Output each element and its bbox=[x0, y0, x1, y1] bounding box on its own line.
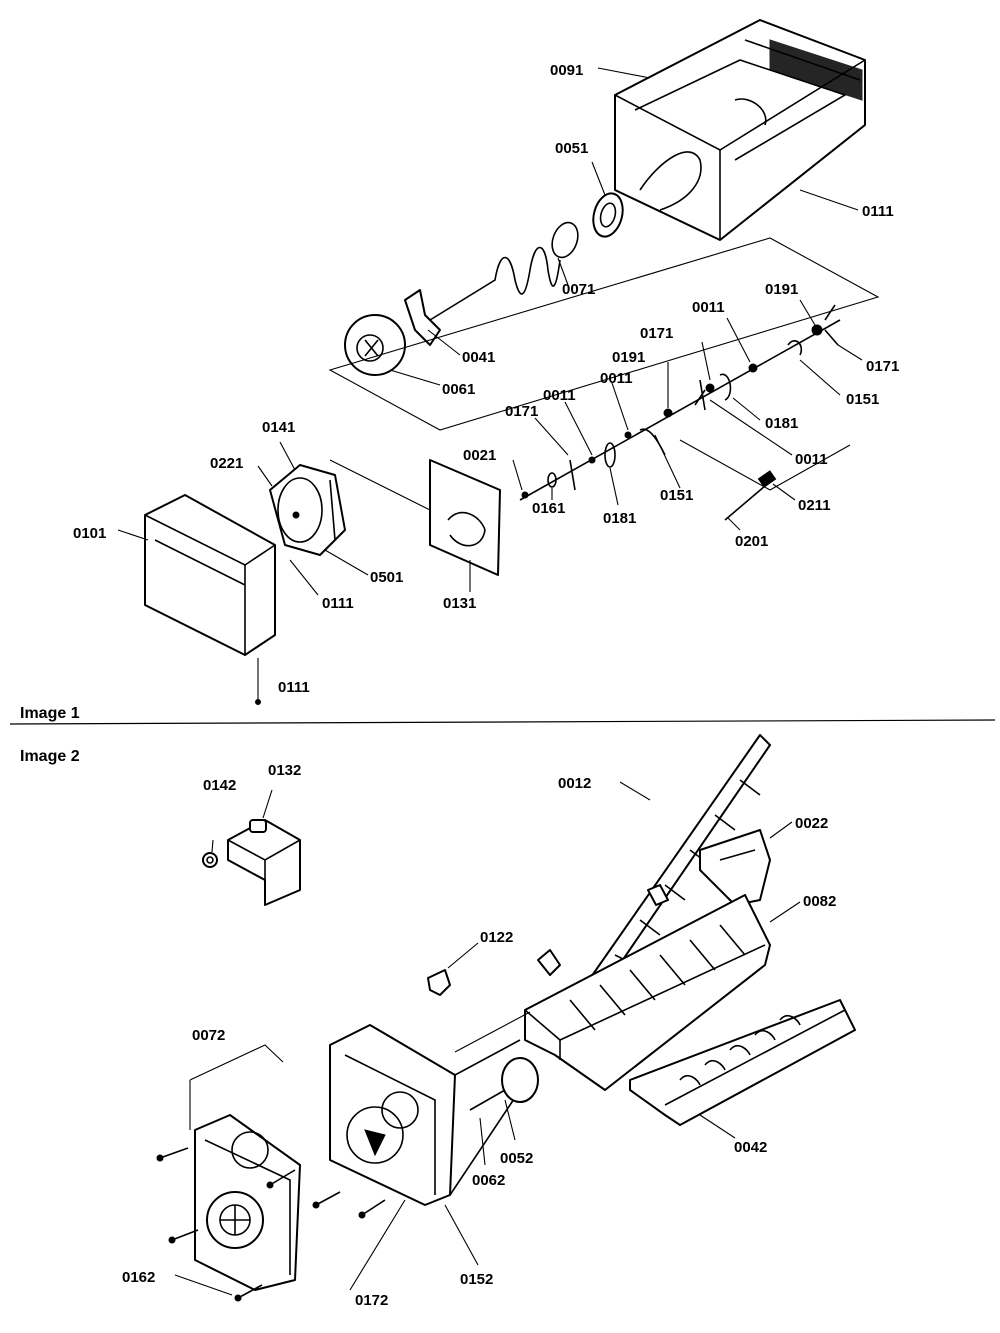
switch-bracket bbox=[202, 789, 301, 906]
callout-label: 0171 bbox=[640, 325, 673, 342]
callout-label: 0201 bbox=[735, 533, 768, 550]
callout-label: 0042 bbox=[734, 1139, 767, 1156]
ice-mold bbox=[454, 884, 801, 1091]
image2-drawing bbox=[156, 734, 856, 1302]
module-motor bbox=[469, 1057, 539, 1166]
screws bbox=[156, 1147, 406, 1302]
callout-label: 0171 bbox=[505, 403, 538, 420]
leader-lines-image1 bbox=[117, 67, 863, 596]
callout-label: 0061 bbox=[442, 381, 475, 398]
callout-label: 0022 bbox=[795, 815, 828, 832]
bucket-gear bbox=[592, 192, 624, 238]
callout-label: 0111 bbox=[862, 203, 894, 220]
callout-label: 0172 bbox=[355, 1292, 388, 1309]
callout-label: 0131 bbox=[443, 595, 476, 612]
callout-label: 0012 bbox=[558, 775, 591, 792]
callout-label: 0141 bbox=[262, 419, 295, 436]
callouts-image2: 0142 0132 0012 0022 0082 0122 0072 0042 … bbox=[122, 762, 836, 1309]
callout-label: 0082 bbox=[803, 893, 836, 910]
callout-label: 0122 bbox=[480, 929, 513, 946]
callout-label: 0211 bbox=[798, 497, 831, 514]
callout-label: 0181 bbox=[765, 415, 798, 432]
section-title-image2: Image 2 bbox=[20, 748, 80, 765]
callout-label: 0051 bbox=[555, 140, 588, 157]
callout-label: 0151 bbox=[846, 391, 879, 408]
callout-label: 0161 bbox=[532, 500, 565, 517]
callout-label: 0011 bbox=[795, 451, 828, 468]
mold-clip bbox=[427, 942, 479, 996]
image1-drawing bbox=[117, 19, 880, 705]
auger-spring bbox=[429, 246, 561, 321]
callout-label: 0221 bbox=[210, 455, 243, 472]
callout-label: 0041 bbox=[462, 349, 495, 366]
callout-label: 0011 bbox=[600, 370, 633, 387]
callout-label: 0021 bbox=[463, 447, 496, 464]
callout-label: 0011 bbox=[543, 387, 576, 404]
callout-label: 0171 bbox=[866, 358, 899, 375]
auger-motor bbox=[269, 459, 431, 556]
control-housing bbox=[329, 1024, 521, 1266]
fill-cup-tray bbox=[629, 999, 856, 1139]
callout-label: 0062 bbox=[472, 1172, 505, 1189]
callout-label: 0191 bbox=[765, 281, 798, 298]
auger-wheel bbox=[344, 314, 406, 376]
callout-label: 0162 bbox=[122, 1269, 155, 1286]
mounting-plate bbox=[429, 459, 501, 576]
module-cover bbox=[189, 1044, 301, 1291]
callout-label: 0151 bbox=[660, 487, 693, 504]
callouts-image1: 0091 0051 0111 0071 0041 0061 0011 0191 … bbox=[73, 62, 899, 696]
section-title-image1: Image 1 bbox=[20, 705, 80, 722]
callout-label: 0101 bbox=[73, 525, 106, 542]
callout-label: 0501 bbox=[370, 569, 403, 586]
callout-label: 0152 bbox=[460, 1271, 493, 1288]
callout-label: 0091 bbox=[550, 62, 583, 79]
auger-bracket bbox=[404, 289, 441, 346]
callout-label: 0132 bbox=[268, 762, 301, 779]
assembly-outline bbox=[328, 237, 880, 431]
drive-rod bbox=[679, 439, 851, 521]
callout-label: 0011 bbox=[692, 299, 725, 316]
callout-label: 0111 bbox=[322, 595, 354, 612]
stripper bbox=[699, 821, 793, 906]
motor-cover bbox=[144, 494, 276, 705]
ice-bucket bbox=[614, 19, 866, 241]
section-divider bbox=[9, 719, 996, 725]
callout-label: 0072 bbox=[192, 1027, 225, 1044]
callout-label: 0052 bbox=[500, 1150, 533, 1167]
callout-label: 0191 bbox=[612, 349, 645, 366]
callout-label: 0111 bbox=[278, 679, 310, 696]
callout-label: 0071 bbox=[562, 281, 595, 298]
callout-label: 0181 bbox=[603, 510, 636, 527]
callout-label: 0142 bbox=[203, 777, 236, 794]
ring bbox=[551, 221, 579, 259]
